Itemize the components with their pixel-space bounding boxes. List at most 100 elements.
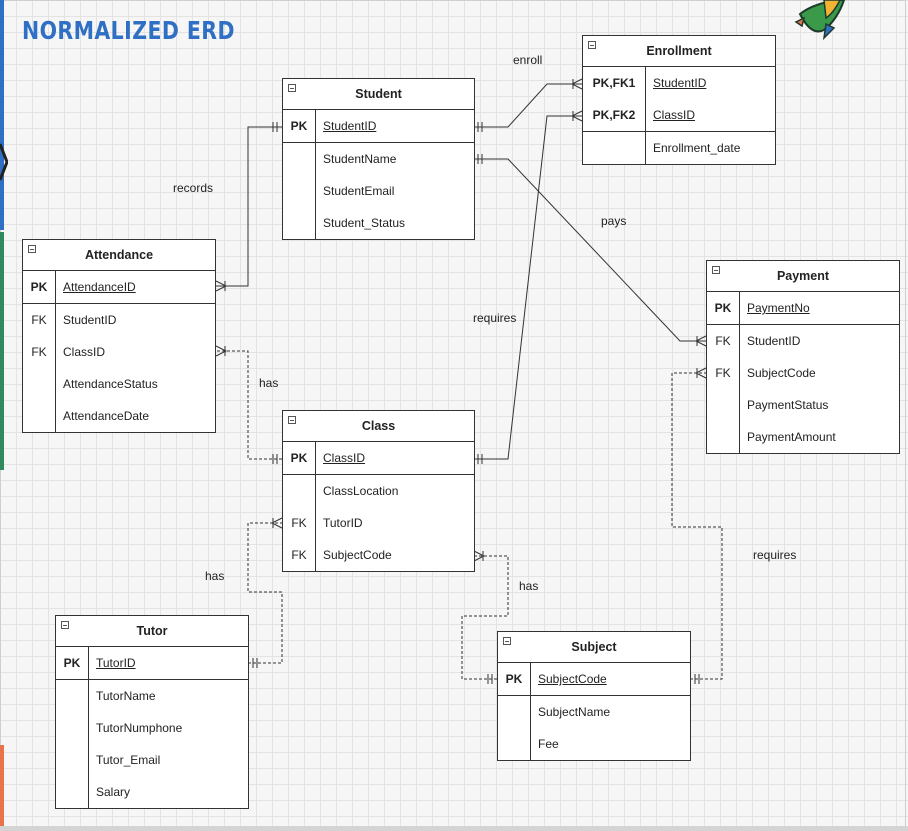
entity-name: Enrollment xyxy=(646,44,712,58)
attribute-row[interactable]: FK StudentID xyxy=(707,325,899,357)
field-name: PaymentStatus xyxy=(747,398,829,412)
side-stripe-green xyxy=(0,232,4,470)
key-label: PK xyxy=(505,672,523,686)
relation-label-has-subject: has xyxy=(519,579,539,593)
field-name: StudentEmail xyxy=(323,184,395,198)
field-name: StudentID xyxy=(323,119,377,133)
collapse-icon[interactable] xyxy=(712,266,720,274)
attribute-row[interactable]: FK SubjectCode xyxy=(707,357,899,389)
attribute-row[interactable]: FK StudentID xyxy=(23,304,215,336)
field-name: StudentID xyxy=(653,76,707,90)
attribute-row[interactable]: PK PaymentNo xyxy=(707,292,899,325)
collapse-icon[interactable] xyxy=(288,416,296,424)
field-name: Student_Status xyxy=(323,216,406,230)
key-label: FK xyxy=(291,516,307,530)
key-label: PK xyxy=(290,451,308,465)
diagram-title: NORMALIZED ERD xyxy=(22,16,235,45)
field-name: StudentName xyxy=(323,152,397,166)
entity-name: Class xyxy=(361,419,396,433)
key-label: FK xyxy=(31,313,47,327)
key-label: PK xyxy=(714,301,732,315)
field-name: SubjectCode xyxy=(747,366,816,380)
collapse-icon[interactable] xyxy=(503,637,511,645)
key-label: PK xyxy=(290,119,308,133)
attribute-row[interactable]: Tutor_Email xyxy=(56,744,248,776)
relation-label-pays: pays xyxy=(601,214,627,228)
field-name: TutorID xyxy=(96,656,136,670)
field-name: Fee xyxy=(538,737,559,751)
field-name: StudentID xyxy=(747,334,801,348)
attribute-row[interactable]: PK SubjectCode xyxy=(498,663,690,696)
collapse-icon[interactable] xyxy=(588,41,596,49)
key-label: FK xyxy=(291,548,307,562)
field-name: PaymentNo xyxy=(747,301,810,315)
key-label: FK xyxy=(715,366,731,380)
attribute-row[interactable]: Fee xyxy=(498,728,690,760)
key-label: PK xyxy=(30,280,48,294)
entity-name: Subject xyxy=(571,640,617,654)
attribute-row[interactable]: PK,FK2 ClassID xyxy=(583,99,775,132)
relation-label-has-tutor: has xyxy=(205,569,225,583)
attribute-row[interactable]: StudentName xyxy=(283,143,474,175)
field-name: ClassID xyxy=(653,108,696,122)
attribute-row[interactable]: PaymentStatus xyxy=(707,389,899,421)
field-name: TutorName xyxy=(96,689,156,703)
entity-subject[interactable]: Subject PK SubjectCode SubjectName Fee xyxy=(497,631,691,761)
attribute-row[interactable]: ClassLocation xyxy=(283,475,474,507)
bottom-scroll-bar[interactable] xyxy=(0,826,908,831)
entity-student[interactable]: Student PK StudentID StudentName StudentE… xyxy=(282,78,475,240)
collapse-icon[interactable] xyxy=(288,84,296,92)
key-label: PK xyxy=(63,656,81,670)
entity-attendance[interactable]: Attendance PK AttendanceID FK StudentID FK… xyxy=(22,239,216,433)
chevron-right-icon xyxy=(0,143,8,181)
field-name: Salary xyxy=(96,785,131,799)
key-label: FK xyxy=(31,345,47,359)
attribute-row[interactable]: AttendanceStatus xyxy=(23,368,215,400)
field-name: AttendanceDate xyxy=(63,409,150,423)
field-name: AttendanceID xyxy=(63,280,136,294)
attribute-row[interactable]: Salary xyxy=(56,776,248,808)
field-name: SubjectName xyxy=(538,705,611,719)
field-name: Enrollment_date xyxy=(653,141,741,155)
attribute-row[interactable]: PaymentAmount xyxy=(707,421,899,453)
rocket-mascot-icon xyxy=(794,0,846,40)
side-stripe-orange xyxy=(0,745,4,827)
attribute-row[interactable]: AttendanceDate xyxy=(23,400,215,432)
key-label: FK xyxy=(715,334,731,348)
relation-label-records: records xyxy=(173,181,214,195)
attribute-row[interactable]: TutorName xyxy=(56,680,248,712)
attribute-row[interactable]: SubjectName xyxy=(498,696,690,728)
entity-name: Student xyxy=(355,87,402,101)
key-label: PK,FK2 xyxy=(592,108,636,122)
field-name: TutorID xyxy=(323,516,363,530)
field-name: StudentID xyxy=(63,313,117,327)
field-name: ClassLocation xyxy=(323,484,399,498)
attribute-row[interactable]: FK TutorID xyxy=(283,507,474,539)
attribute-row[interactable]: Enrollment_date xyxy=(583,132,775,164)
entity-name: Attendance xyxy=(84,248,154,262)
collapse-icon[interactable] xyxy=(61,621,69,629)
attribute-row[interactable]: TutorNumphone xyxy=(56,712,248,744)
attribute-row[interactable]: Student_Status xyxy=(283,207,474,239)
entity-name: Tutor xyxy=(136,624,168,638)
attribute-row[interactable]: PK AttendanceID xyxy=(23,271,215,304)
relation-label-requires-enrollment: requires xyxy=(473,311,517,325)
attribute-row[interactable]: StudentEmail xyxy=(283,175,474,207)
relation-label-requires-payment: requires xyxy=(753,548,797,562)
attribute-row[interactable]: PK TutorID xyxy=(56,647,248,680)
relation-label-enroll: enroll xyxy=(513,53,543,67)
field-name: SubjectCode xyxy=(538,672,607,686)
relation-label-has-attendance: has xyxy=(259,376,279,390)
collapse-icon[interactable] xyxy=(28,245,36,253)
side-stripe-blue xyxy=(0,0,4,230)
attribute-row[interactable]: PK StudentID xyxy=(283,110,474,143)
